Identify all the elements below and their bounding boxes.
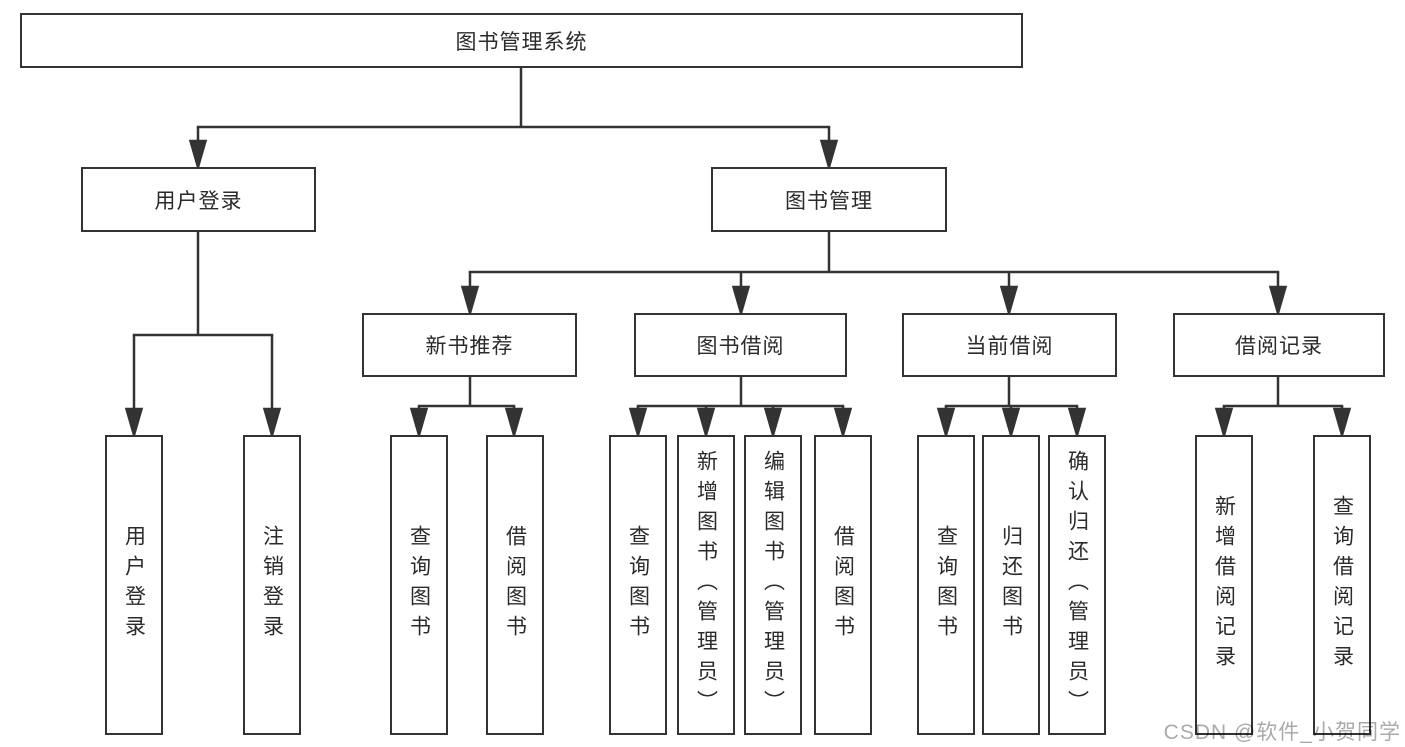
leaf-borrow-books-1: 借阅图书 [486,435,544,735]
connector-book-borrow-to-leaves [628,377,853,440]
leaf-label: 新增图书（管理员） [694,450,718,720]
leaf-label: 确认归还（管理员） [1065,450,1089,720]
leaf-label: 查询图书 [407,525,431,645]
leaf-label: 归还图书 [999,525,1023,645]
leaf-confirm-return-admin: 确认归还（管理员） [1048,435,1106,735]
node-new-book-recommend: 新书推荐 [362,313,577,377]
leaf-borrow-books-2: 借阅图书 [814,435,872,735]
leaf-label: 查询借阅记录 [1330,495,1354,675]
leaf-label: 注销登录 [260,525,284,645]
connector-current-borrow-to-leaves [936,377,1087,440]
node-user-login: 用户登录 [81,167,316,232]
leaf-query-books-1: 查询图书 [390,435,448,735]
connector-root-to-level2 [188,68,839,172]
node-book-management: 图书管理 [711,167,947,232]
leaf-label: 借阅图书 [831,525,855,645]
node-borrow-records: 借阅记录 [1173,313,1385,377]
leaf-return-books: 归还图书 [982,435,1040,735]
node-current-borrow: 当前借阅 [902,313,1117,377]
csdn-watermark: CSDN @软件_小贺同学 [1163,721,1401,744]
connector-book-mgmt-to-level3 [460,232,1288,318]
leaf-label: 借阅图书 [503,525,527,645]
leaf-query-books-3: 查询图书 [917,435,975,735]
leaf-label: 编辑图书（管理员） [761,450,785,720]
node-book-borrow: 图书借阅 [634,313,847,377]
leaf-logout: 注销登录 [243,435,301,735]
connector-new-book-rec-to-leaves [409,377,524,440]
connector-user-login-to-leaves [124,232,282,440]
node-library-system: 图书管理系统 [20,13,1023,68]
leaf-add-books-admin: 新增图书（管理员） [677,435,735,735]
leaf-query-borrow-record: 查询借阅记录 [1313,435,1371,735]
leaf-label: 新增借阅记录 [1212,495,1236,675]
leaf-label: 查询图书 [934,525,958,645]
leaf-edit-books-admin: 编辑图书（管理员） [744,435,802,735]
leaf-label: 用户登录 [122,525,146,645]
leaf-add-borrow-record: 新增借阅记录 [1195,435,1253,735]
leaf-query-books-2: 查询图书 [609,435,667,735]
leaf-label: 查询图书 [626,525,650,645]
connector-borrow-records-to-leaves [1214,377,1352,440]
leaf-user-login: 用户登录 [105,435,163,735]
